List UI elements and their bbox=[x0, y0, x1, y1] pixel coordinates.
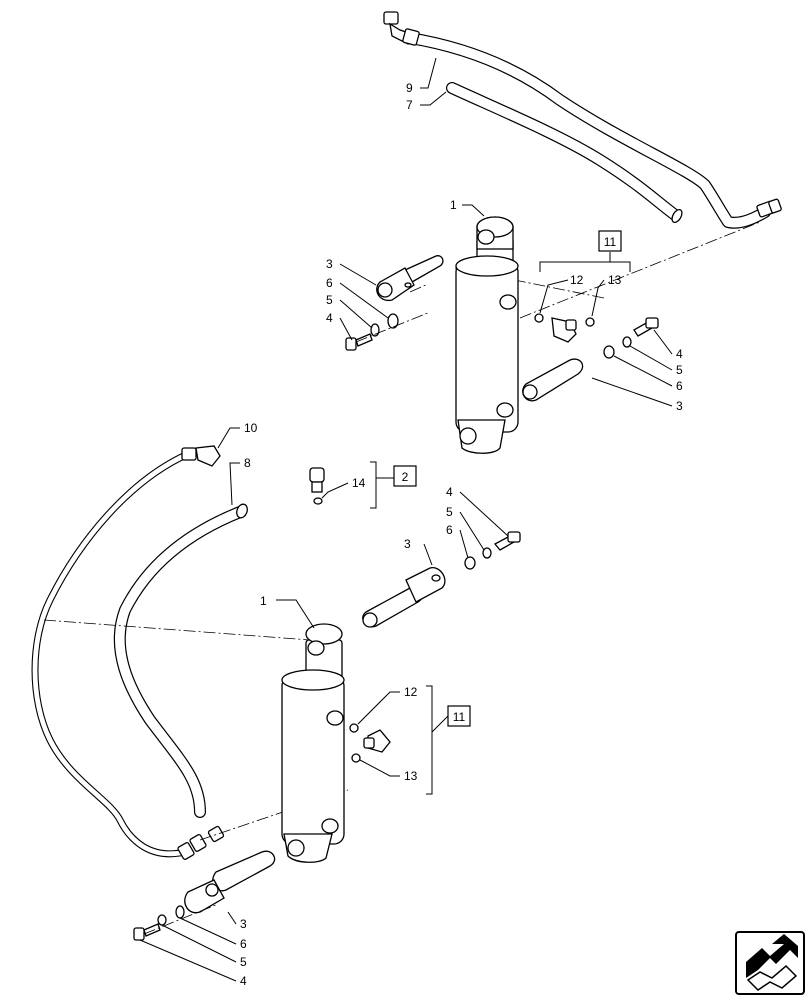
label-14: 14 bbox=[352, 476, 366, 490]
hose-10 bbox=[31, 450, 192, 858]
hose-7 bbox=[446, 82, 683, 224]
label-12-top: 12 bbox=[570, 273, 584, 287]
label-6-middle: 6 bbox=[446, 523, 453, 537]
label-4-middle: 4 bbox=[446, 485, 453, 499]
label-6-top-left: 6 bbox=[326, 276, 333, 290]
label-1-bottom: 1 bbox=[260, 594, 267, 608]
washer-5-middle bbox=[482, 547, 492, 559]
label-5-middle: 5 bbox=[446, 505, 453, 519]
o-ring-13-bottom bbox=[351, 753, 361, 763]
washer-5-top-left bbox=[370, 323, 380, 337]
washer-6-top-left bbox=[387, 313, 399, 329]
bolt-4-middle bbox=[493, 531, 521, 551]
elbow-fitting-top bbox=[551, 317, 577, 343]
label-3-middle: 3 bbox=[404, 537, 411, 551]
label-7: 7 bbox=[406, 98, 413, 112]
plug-14 bbox=[309, 467, 325, 493]
reference-box-11-top[interactable]: 11 bbox=[598, 230, 622, 252]
bolt-4-top-right bbox=[633, 317, 659, 337]
label-9: 9 bbox=[406, 81, 413, 95]
o-ring-13-top bbox=[585, 317, 595, 327]
hose-10-fitting-top bbox=[181, 445, 221, 467]
hose-8 bbox=[113, 503, 248, 818]
hose-9-fitting-top bbox=[383, 11, 420, 46]
hose-10-fitting-bottom bbox=[177, 825, 225, 860]
svg-text:11: 11 bbox=[453, 710, 466, 724]
washer-5-bottom bbox=[157, 914, 167, 926]
label-3-bottom: 3 bbox=[240, 917, 247, 931]
label-6-bottom: 6 bbox=[240, 937, 247, 951]
pin-3-top-right bbox=[522, 358, 584, 402]
washer-6-bottom bbox=[175, 905, 185, 919]
pin-3-bottom bbox=[184, 850, 276, 914]
reference-box-2[interactable]: 2 bbox=[393, 465, 417, 487]
cylinder-1-top bbox=[455, 216, 519, 454]
label-4-top-right: 4 bbox=[676, 347, 683, 361]
label-8: 8 bbox=[244, 456, 251, 470]
pin-3-middle bbox=[362, 567, 446, 628]
label-12-bottom: 12 bbox=[404, 685, 418, 699]
reference-box-11-bottom[interactable]: 11 bbox=[447, 705, 471, 727]
pin-3-top-left bbox=[376, 255, 444, 302]
label-6-top-right: 6 bbox=[676, 379, 683, 393]
part-labels: 9 7 1 3 6 5 4 12 13 4 5 6 3 10 8 14 4 5 … bbox=[240, 81, 683, 988]
label-3-top-left: 3 bbox=[326, 257, 333, 271]
o-ring-14 bbox=[313, 497, 323, 505]
label-5-bottom: 5 bbox=[240, 955, 247, 969]
label-5-top-left: 5 bbox=[326, 293, 333, 307]
label-13-top: 13 bbox=[608, 273, 622, 287]
label-10: 10 bbox=[244, 421, 258, 435]
arrow-nav-icon[interactable] bbox=[735, 931, 805, 995]
washer-6-middle bbox=[464, 556, 476, 570]
elbow-fitting-bottom bbox=[363, 729, 391, 753]
label-3-top-right: 3 bbox=[676, 399, 683, 413]
svg-text:2: 2 bbox=[402, 470, 409, 484]
label-5-top-right: 5 bbox=[676, 363, 683, 377]
leader-lines bbox=[139, 57, 673, 982]
washer-6-top-right bbox=[603, 345, 615, 359]
label-1-top: 1 bbox=[450, 198, 457, 212]
svg-text:11: 11 bbox=[604, 235, 617, 249]
label-13-bottom: 13 bbox=[404, 769, 418, 783]
label-4-top-left: 4 bbox=[326, 311, 333, 325]
bolt-4-bottom bbox=[133, 923, 161, 941]
bolt-4-top-left bbox=[345, 333, 373, 351]
label-4-bottom: 4 bbox=[240, 974, 247, 988]
hose-9 bbox=[404, 32, 771, 229]
cylinder-1-bottom bbox=[281, 623, 345, 863]
o-ring-12-bottom bbox=[349, 723, 359, 733]
o-ring-12-top bbox=[534, 313, 544, 323]
hose-9-fitting-end bbox=[756, 198, 782, 218]
washer-5-top-right bbox=[622, 336, 632, 348]
